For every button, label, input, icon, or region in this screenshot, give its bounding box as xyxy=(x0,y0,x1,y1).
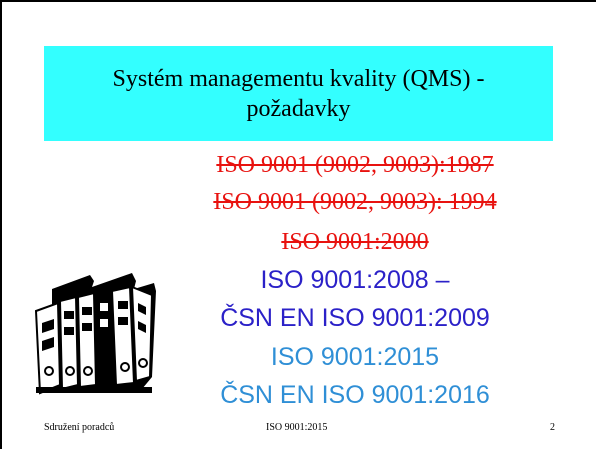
footer-center: ISO 9001:2015 xyxy=(266,422,328,433)
slide-title-line-2: požadavky xyxy=(246,95,351,122)
standard-iso-1987: ISO 9001 (9002, 9003):1987 xyxy=(216,152,494,178)
standard-iso-1994: ISO 9001 (9002, 9003): 1994 xyxy=(213,189,497,215)
standard-iso-2015: ISO 9001:2015 xyxy=(270,343,440,371)
standard-iso-2000: ISO 9001:2000 xyxy=(281,229,429,255)
slide-title-line-1: Systém managementu kvality (QMS) - xyxy=(112,65,485,92)
standard-csn-2009: ČSN EN ISO 9001:2009 xyxy=(220,304,490,332)
binders-icon xyxy=(32,267,160,397)
slide-title: Systém managementu kvality (QMS) - požad… xyxy=(44,46,553,141)
standard-iso-2008: ISO 9001:2008 – xyxy=(260,266,450,294)
page-number: 2 xyxy=(550,422,555,433)
standard-csn-2016: ČSN EN ISO 9001:2016 xyxy=(220,381,490,409)
footer-left: Sdružení poradců xyxy=(44,422,115,433)
